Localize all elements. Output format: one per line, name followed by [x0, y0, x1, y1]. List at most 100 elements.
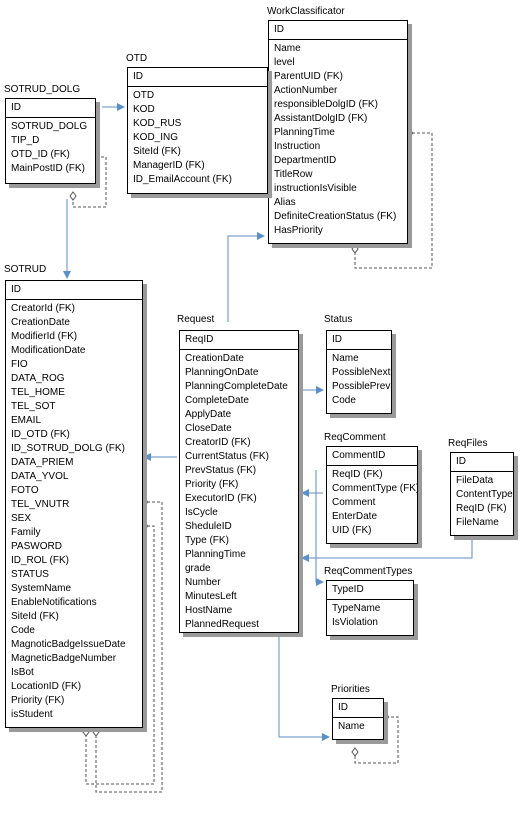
- attribute: PossibleNext: [332, 367, 391, 378]
- attribute: FIO: [11, 359, 28, 370]
- attribute: IsViolation: [332, 617, 378, 628]
- attribute: ExecutorID (FK): [185, 493, 257, 504]
- attribute: SiteId (FK): [133, 146, 181, 157]
- attribute: level: [274, 57, 295, 68]
- attribute: DATA_YVOL: [11, 471, 69, 482]
- primary-key: TypeID: [327, 581, 413, 600]
- attribute: CurrentStatus (FK): [185, 451, 269, 462]
- attribute: Priority (FK): [185, 479, 239, 490]
- entity-title: ReqCommentTypes: [324, 566, 413, 577]
- diamond-priorities: [351, 747, 359, 757]
- rel-request-to-workclassificator: [227, 232, 265, 322]
- attribute: ID_EmailAccount (FK): [133, 174, 232, 185]
- primary-key: ID: [6, 99, 95, 118]
- attribute: PlanningTime: [185, 549, 246, 560]
- attribute: EnterDate: [332, 511, 378, 522]
- attribute: DefiniteCreationStatus (FK): [274, 211, 397, 222]
- attribute: LocationID (FK): [11, 681, 82, 692]
- primary-key: ID: [269, 21, 407, 40]
- diamond-sotruddolg: [69, 191, 77, 201]
- attribute: HostName: [185, 605, 233, 616]
- attribute: ContentType: [456, 489, 513, 500]
- attribute: Family: [11, 527, 41, 538]
- attribute: CloseDate: [185, 423, 232, 434]
- attribute: Name: [338, 721, 365, 732]
- attribute: Code: [332, 395, 356, 406]
- primary-key: CommentID: [327, 447, 417, 466]
- attribute: KOD_RUS: [133, 118, 182, 129]
- attribute: IsBot: [11, 667, 34, 678]
- attribute: IsCycle: [185, 507, 218, 518]
- entity-box[interactable]: ID SOTRUD_DOLG TIP_D OTD_ID (FK) MainPos…: [5, 98, 96, 184]
- entity-box[interactable]: CommentID ReqID (FK) CommentType (FK) Co…: [326, 446, 418, 544]
- entity-title: SOTRUD: [4, 264, 47, 275]
- primary-key: ID: [327, 331, 391, 350]
- diamond-sotrud-2: [82, 727, 90, 737]
- attribute: MinutesLeft: [185, 591, 237, 602]
- attribute: STATUS: [11, 569, 49, 580]
- primary-key: ReqID: [180, 331, 298, 350]
- attribute: AssistantDolgID (FK): [274, 113, 368, 124]
- attribute: Priority (FK): [11, 695, 65, 706]
- attribute: Type (FK): [185, 535, 229, 546]
- attribute: ManagerID (FK): [133, 160, 205, 171]
- attribute: Instruction: [274, 141, 321, 152]
- attribute: KOD: [133, 104, 155, 115]
- primary-key: ID: [451, 453, 513, 472]
- attribute: FOTO: [11, 485, 39, 496]
- attribute: FileName: [456, 517, 499, 528]
- entity-title: WorkClassificator: [267, 6, 345, 17]
- rel-request-to-priorities: [278, 635, 330, 741]
- attribute: TIP_D: [11, 135, 40, 146]
- attribute: SEX: [11, 513, 32, 524]
- attribute: ReqID (FK): [456, 503, 507, 514]
- attribute: OTD_ID (FK): [11, 149, 70, 160]
- attribute: ModificationDate: [11, 345, 86, 356]
- attribute: EMAIL: [11, 415, 42, 426]
- entity-title: ReqComment: [324, 432, 386, 443]
- entity-box[interactable]: TypeID TypeName IsViolation: [326, 580, 414, 636]
- entity-box[interactable]: ID Name level ParentUID (FK) ActionNumbe…: [268, 20, 408, 244]
- attribute: CreatorID (FK): [185, 437, 251, 448]
- attribute: MagnoticBadgeIssueDate: [11, 639, 126, 650]
- diamond-sotrud-1: [92, 727, 100, 737]
- attribute: Number: [185, 577, 221, 588]
- attribute: TitleRow: [274, 169, 313, 180]
- entity-title: Status: [324, 314, 353, 325]
- entity-box[interactable]: ReqID CreationDate PlanningOnDate Planni…: [179, 330, 299, 633]
- entity-box[interactable]: ID FileData ContentType ReqID (FK) FileN…: [450, 452, 514, 536]
- entity-title: SOTRUD_DOLG: [4, 84, 81, 95]
- attribute: ApplyDate: [185, 409, 232, 420]
- attribute: ModifierId (FK): [11, 331, 78, 342]
- attribute: Name: [274, 43, 301, 54]
- attribute: OTD: [133, 90, 155, 101]
- entity-box[interactable]: ID Name: [332, 698, 384, 740]
- attribute: TEL_HOME: [11, 387, 65, 398]
- attribute: isStudent: [11, 709, 53, 720]
- entity-box[interactable]: ID OTD KOD KOD_RUS KOD_ING SiteId (FK) M…: [127, 67, 268, 194]
- attribute: KOD_ING: [133, 132, 179, 143]
- attribute: ReqID (FK): [332, 469, 383, 480]
- attribute: ActionNumber: [274, 85, 338, 96]
- attribute: ID_ROL (FK): [11, 555, 69, 566]
- attribute: Comment: [332, 497, 376, 508]
- attribute: PlanningOnDate: [185, 367, 259, 378]
- attribute: Code: [11, 625, 35, 636]
- attribute: ParentUID (FK): [274, 71, 343, 82]
- attribute: DepartmentID: [274, 155, 337, 166]
- attribute: responsibleDolgID (FK): [274, 99, 378, 110]
- rel-reqcomment-to-reqcommenttypes: [315, 470, 324, 586]
- attribute: ID_OTD (FK): [11, 429, 70, 440]
- attribute: PossiblePrev: [332, 381, 391, 392]
- attribute: grade: [185, 563, 211, 574]
- attribute: PASWORD: [11, 541, 62, 552]
- entity-box[interactable]: ID CreatorId (FK) CreationDate ModifierI…: [5, 280, 143, 728]
- attribute: SheduleID: [185, 521, 232, 532]
- attribute: PlanningTime: [274, 127, 335, 138]
- entity-title: Priorities: [331, 684, 370, 695]
- attribute: CompleteDate: [185, 395, 249, 406]
- attribute: ID_SOTRUD_DOLG (FK): [11, 443, 125, 454]
- attribute: Name: [332, 353, 359, 364]
- entity-box[interactable]: ID Name PossibleNext PossiblePrev Code: [326, 330, 392, 414]
- attribute: EnableNotifications: [11, 597, 97, 608]
